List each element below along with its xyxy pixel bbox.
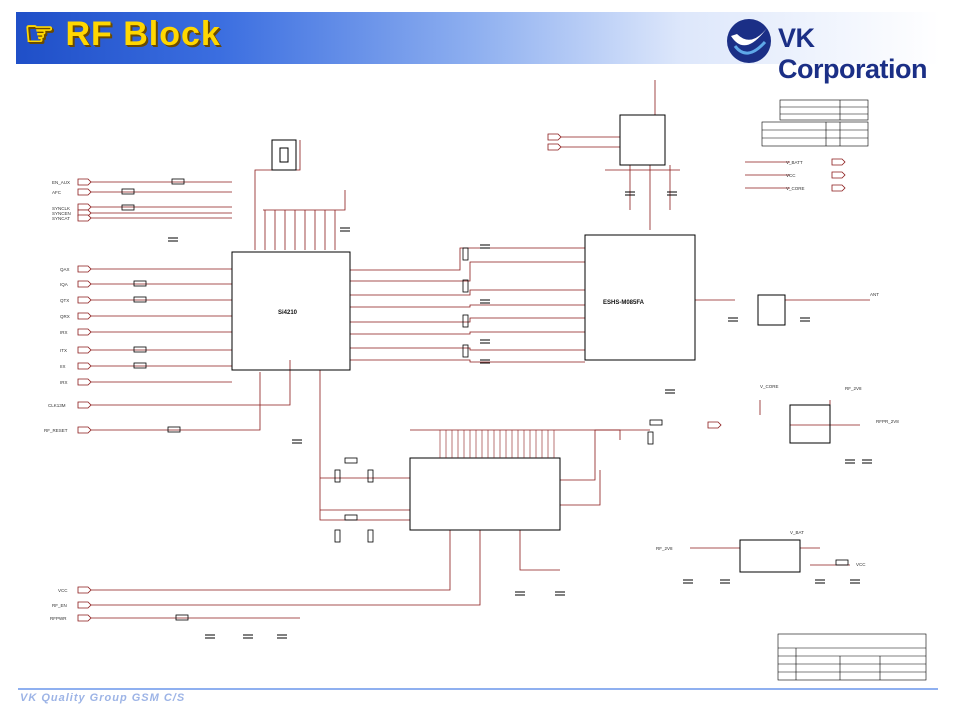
pointing-hand-icon: ☞ — [24, 15, 56, 53]
page-title: ☞RF Block — [24, 14, 221, 54]
signal-rf-reset: RF_RESET — [44, 428, 68, 433]
signal-v-batt: V_BATT — [786, 160, 803, 165]
company-name: VK Corporation — [778, 23, 928, 84]
signal-rfpwr: RFPWR — [50, 616, 67, 621]
signal-irx: IRX — [60, 330, 68, 335]
page-title-text: RF Block — [65, 15, 221, 53]
signal-afc: AFC — [52, 190, 62, 195]
signal-syncen: SYNCEN — [52, 211, 71, 216]
signal-vcc-right: VCC — [786, 173, 796, 178]
signal-itx: ITX — [60, 348, 67, 353]
signal-v-core: V_CORE — [786, 186, 805, 191]
signal-synclk: SYNCLK — [52, 206, 70, 211]
si4210-label: Si4210 — [278, 310, 298, 316]
label-rfpr-2v8: RFPR_2V8 — [876, 419, 899, 424]
signal-iqa: IQA — [60, 282, 68, 287]
signal-syncat: SYNCAT — [52, 216, 70, 221]
signal-rf-en: RF_EN — [52, 603, 67, 608]
signal-irx-2: IRX — [60, 380, 68, 385]
footer-text: VK Quality Group GSM C/S — [20, 692, 186, 704]
label-rf-2v8: RF_2V8 — [845, 386, 862, 391]
signal-qax: QAX — [60, 267, 70, 272]
signal-qrx: QRX — [60, 314, 70, 319]
signal-en-aux: EN_AUX — [52, 180, 70, 185]
signal-vcc-bottom: VCC — [58, 588, 68, 593]
signal-iix: IIX — [60, 364, 66, 369]
label-v-core: V_CORE — [760, 384, 779, 389]
header-banner — [16, 12, 940, 64]
front-end-label: ESHS-M085FA — [603, 300, 645, 306]
label-vcc-lower: VCC — [856, 562, 866, 567]
label-ant: ANT — [870, 292, 879, 297]
label-v-bat: V_BAT — [790, 530, 804, 535]
label-rf-2v8-lower: RF_2V8 — [656, 546, 673, 551]
signal-qtx: QTX — [60, 298, 69, 303]
footer-divider — [18, 688, 938, 690]
signal-clk13m: CLK13M — [48, 403, 66, 408]
vk-swoosh-logo-icon — [727, 19, 771, 63]
